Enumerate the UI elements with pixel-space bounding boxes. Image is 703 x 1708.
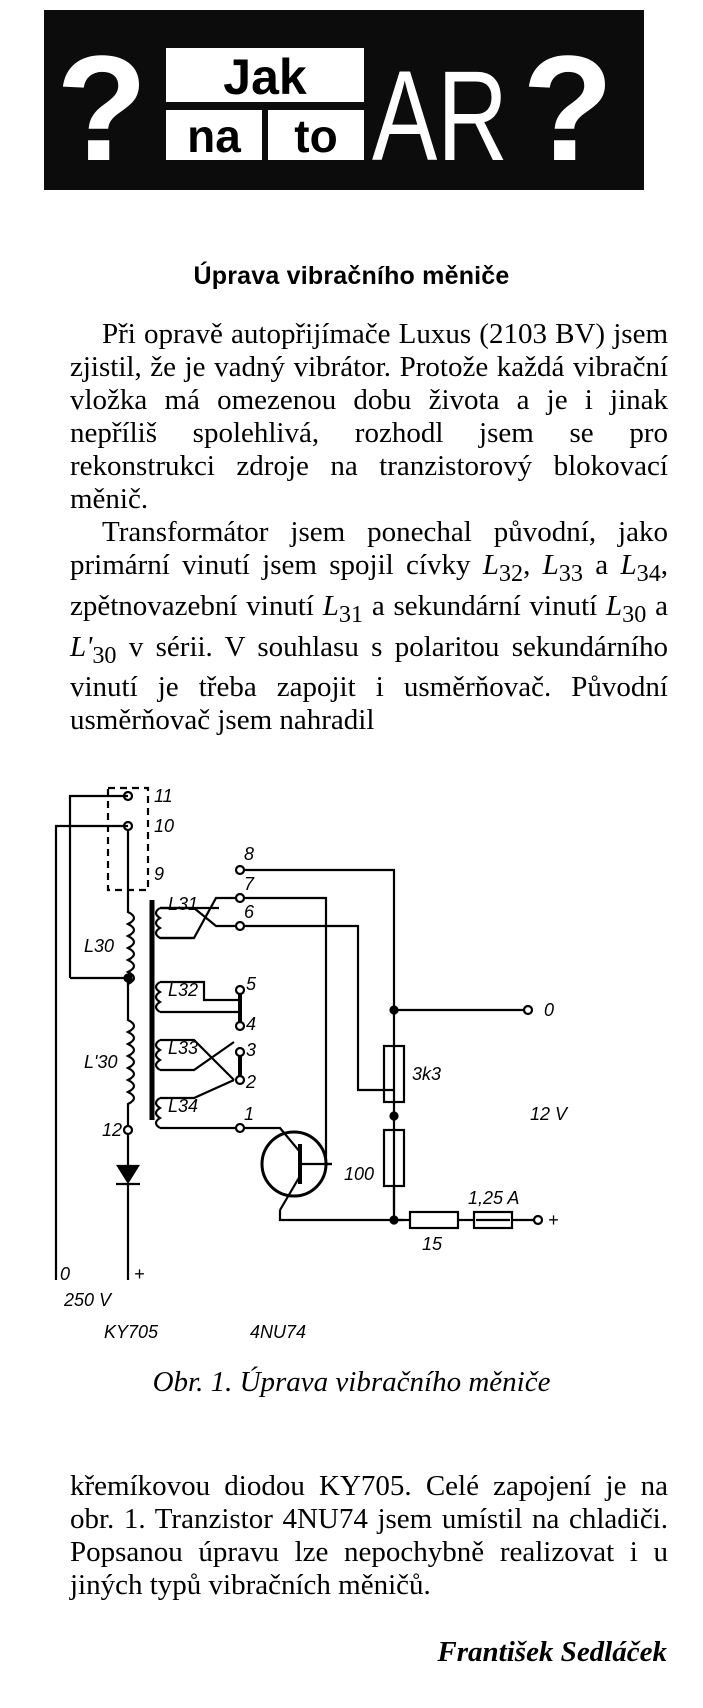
p2-text-d: , zpětnovazební vinutí	[70, 549, 669, 622]
diode-symbol	[116, 1164, 140, 1185]
banner-jak-box	[166, 48, 364, 102]
p2-l32-sub: 32	[498, 559, 524, 587]
paragraph-2: Transformátor jsem ponechal původní, jak…	[70, 516, 668, 737]
label-resistor-3k3: 3k3	[412, 1064, 441, 1084]
banner-word-jak: Jak	[223, 49, 307, 105]
author-name: František Sedláček	[437, 1636, 667, 1668]
label-pin-10: 10	[154, 816, 174, 836]
resistor-15	[408, 1210, 460, 1230]
banner-question-left: ?	[56, 24, 148, 190]
article-title: Úprava vibračního měniče	[193, 262, 510, 290]
p2-text-f: a	[646, 589, 668, 622]
coil-l31	[154, 907, 194, 940]
p2-l30-prime: L'	[70, 630, 93, 663]
coil-l32	[154, 981, 163, 1013]
label-supply-voltage: 12 V	[530, 1104, 569, 1124]
p2-l31-sub: 31	[338, 600, 364, 628]
p2-l34: L	[620, 549, 637, 581]
p2-l30-sub: 30	[622, 600, 647, 628]
p2-l31: L	[322, 589, 339, 622]
p2-l32: L	[482, 549, 499, 581]
label-pin-1: 1	[244, 1104, 254, 1124]
label-plus-output: +	[548, 1210, 559, 1230]
label-resistor-15: 15	[422, 1234, 443, 1254]
header-banner: ? Jak na to AR ?	[44, 10, 644, 190]
resistor-3k3	[382, 1044, 406, 1104]
banner-question-right: ?	[522, 24, 614, 190]
label-transistor-4nu74: 4NU74	[250, 1322, 306, 1340]
label-pin-7: 7	[244, 874, 255, 894]
label-output-0: 0	[544, 1000, 554, 1020]
label-diode-ky705: KY705	[104, 1322, 159, 1340]
coil-l34	[154, 1097, 163, 1129]
coil-l33	[154, 1039, 163, 1071]
p2-text-g: v sérii. V souhlasu s polaritou sekundár…	[70, 630, 668, 737]
coil-l30-prime	[125, 978, 136, 1130]
p2-l30: L	[606, 589, 623, 622]
figure-caption: Obr. 1. Úprava vibračního měniče	[152, 1366, 551, 1398]
p2-l30-prime-sub: 30	[92, 641, 117, 669]
label-l33: L33	[168, 1038, 198, 1058]
label-pin-12: 12	[102, 1120, 122, 1140]
label-l30: L30	[84, 936, 114, 956]
label-l30-prime: L'30	[84, 1052, 117, 1072]
banner-to-box	[268, 110, 364, 160]
label-l34: L34	[168, 1096, 198, 1116]
p2-l33: L	[542, 549, 559, 581]
banner-word-ar: AR	[372, 45, 508, 188]
banner-word-to: to	[294, 110, 337, 162]
p2-l33-sub: 33	[558, 559, 583, 587]
p2-text-b: ,	[523, 549, 543, 581]
label-pin-3: 3	[246, 1040, 256, 1060]
label-250v: 250 V	[63, 1290, 113, 1310]
paragraph-3: křemíkovou diodou KY705. Celé zapojení j…	[70, 1470, 668, 1601]
p2-text-a: Transformátor jsem ponechal původní, jak…	[70, 516, 668, 581]
label-pin-5: 5	[246, 974, 257, 994]
label-resistor-100: 100	[344, 1164, 374, 1184]
label-pin-8: 8	[244, 844, 254, 864]
label-bottom-0: 0	[60, 1264, 70, 1284]
p2-l34-sub: 34	[636, 559, 661, 587]
label-pin-11: 11	[154, 786, 173, 806]
label-bottom-plus: +	[134, 1264, 145, 1284]
coil-l30	[125, 900, 136, 986]
paragraph-1: Při opravě autopřijímače Luxus (2103 BV)…	[70, 318, 668, 515]
banner-na-box	[166, 110, 262, 160]
label-pin-2: 2	[245, 1072, 256, 1092]
label-pin-9: 9	[154, 864, 164, 884]
label-fuse: 1,25 A	[468, 1188, 519, 1208]
label-l31: L31	[168, 894, 198, 914]
p2-text-c: a	[582, 549, 621, 581]
banner-graphic: ? Jak na to AR ?	[56, 24, 614, 190]
label-l32: L32	[168, 980, 198, 1000]
label-pin-6: 6	[244, 902, 255, 922]
label-pin-4: 4	[246, 1014, 256, 1034]
p2-text-e: a sekundární vinutí	[363, 589, 607, 622]
circuit-schematic: 11 10 9 L30 L'30 L31 L32 L33 L34 8 7 6 5…	[54, 786, 569, 1340]
banner-word-na: na	[187, 110, 241, 162]
